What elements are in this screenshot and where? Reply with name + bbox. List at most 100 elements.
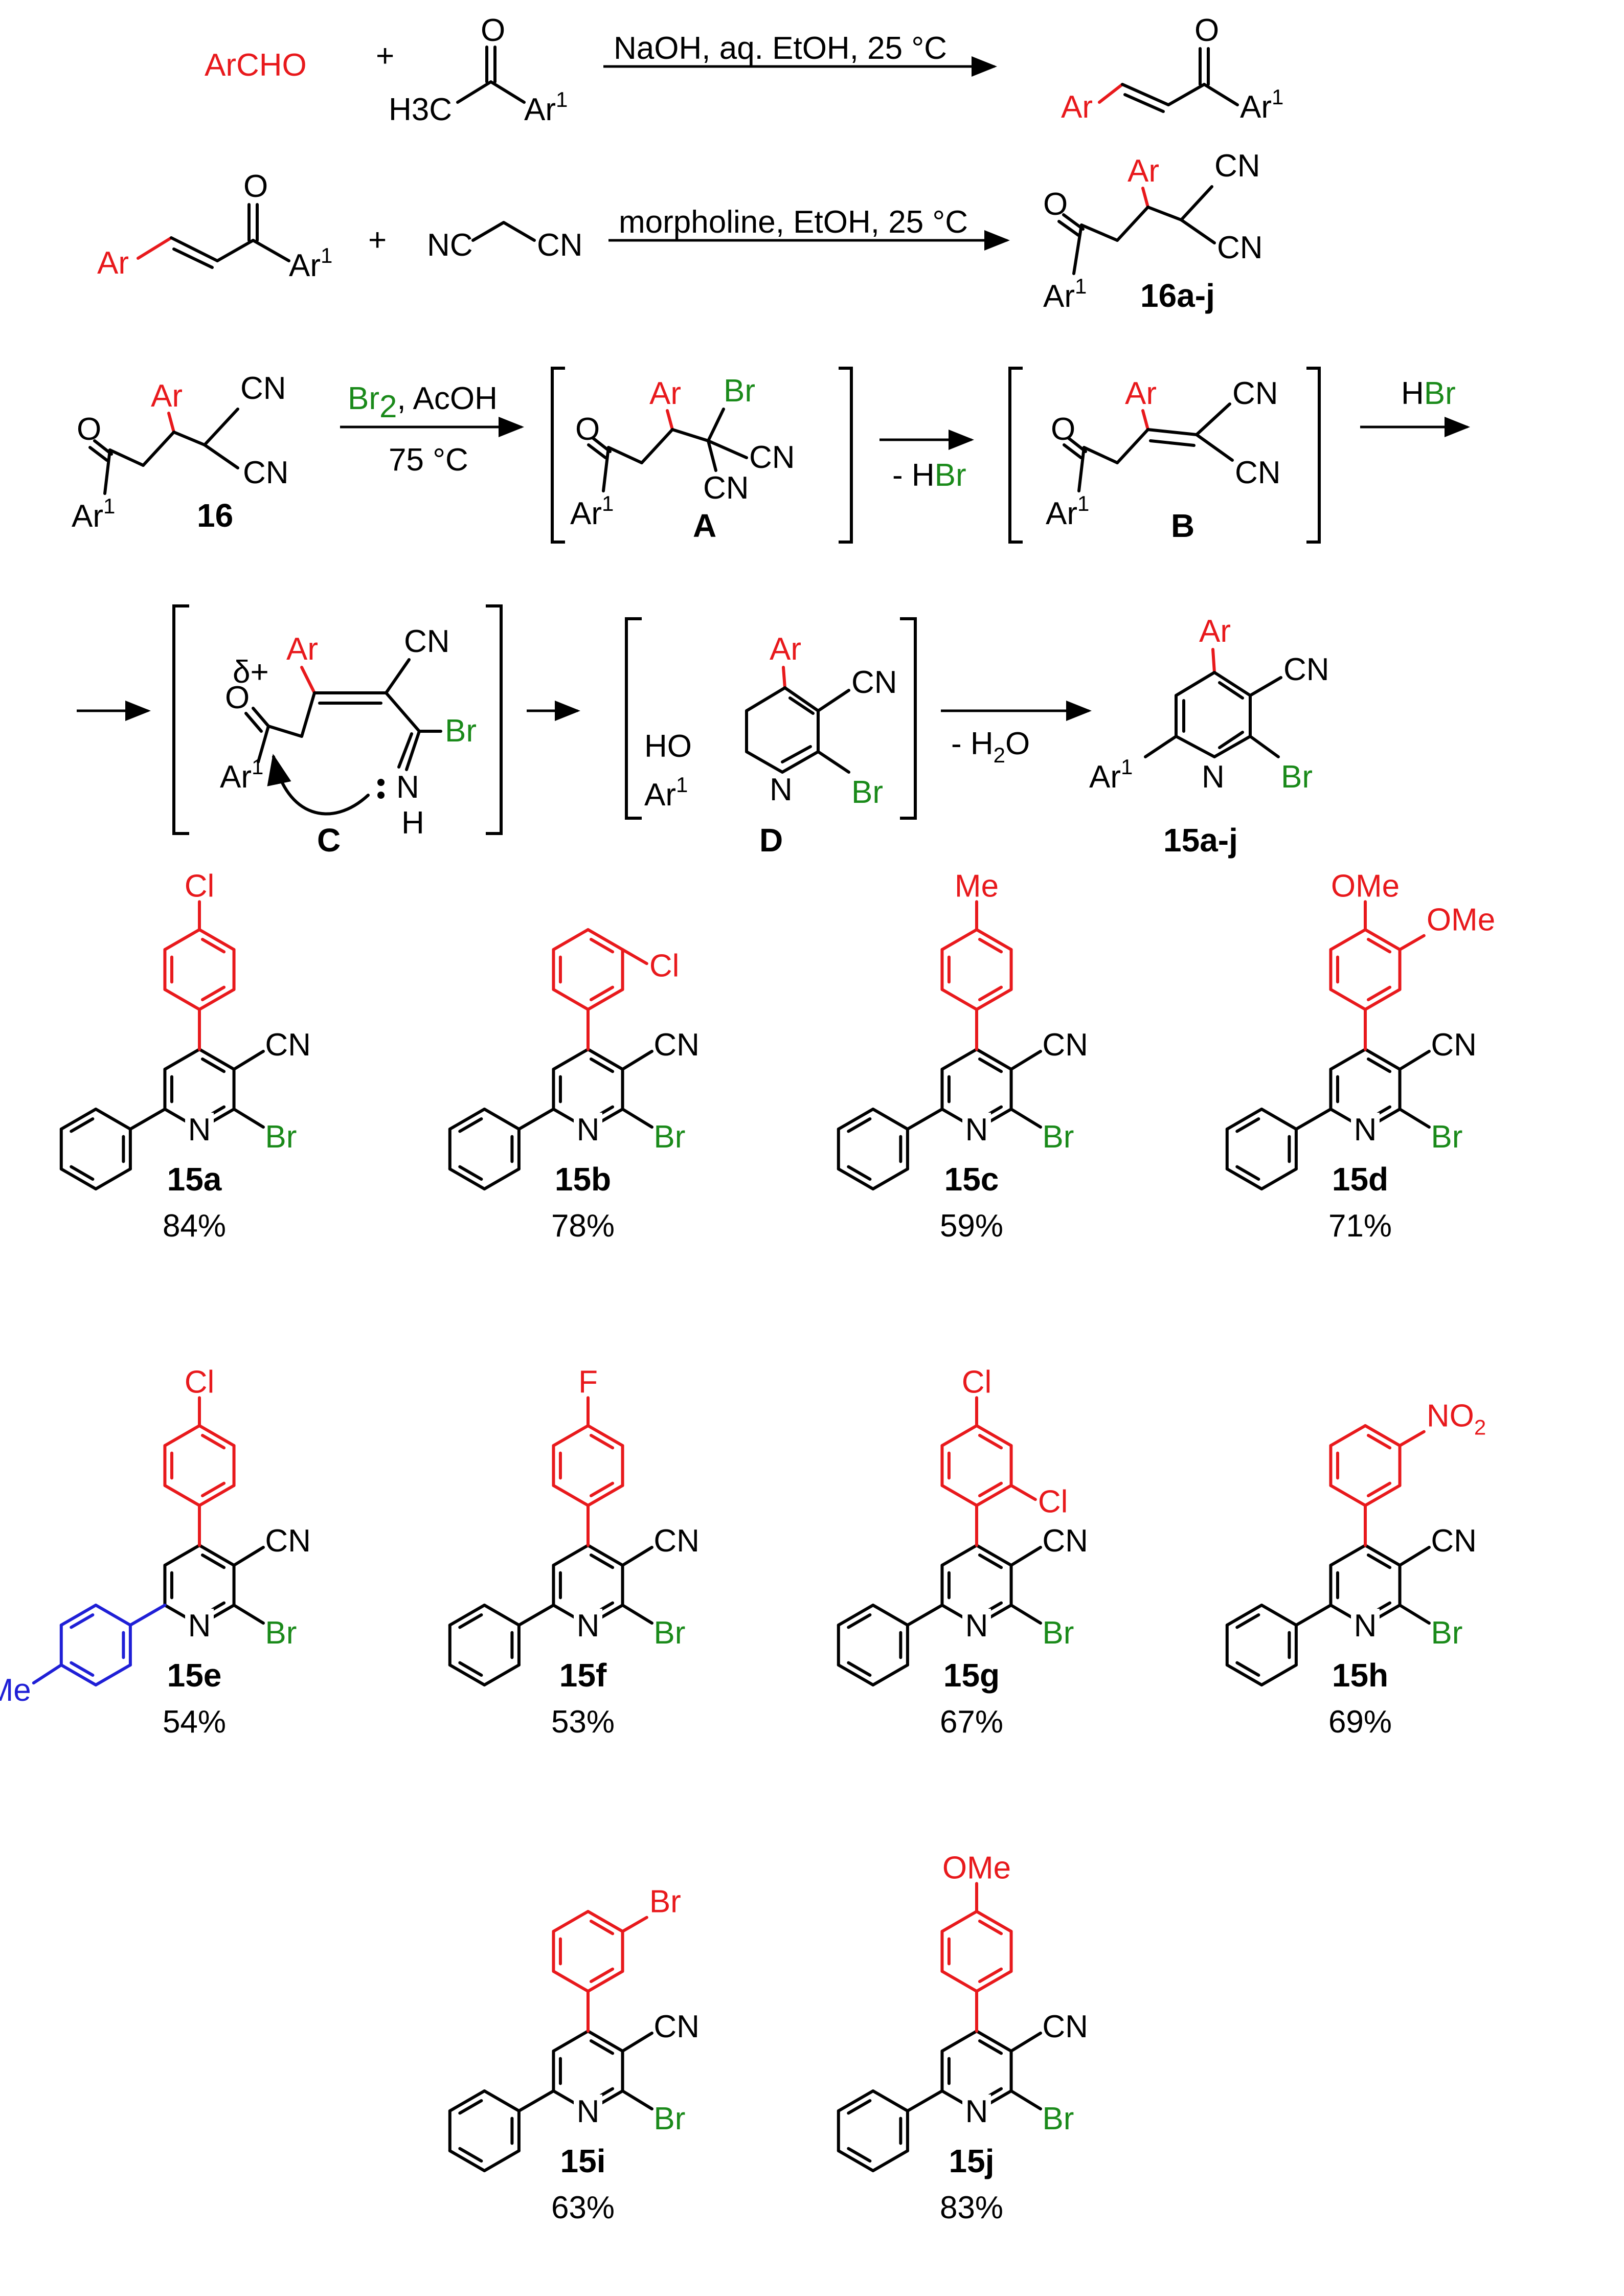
adduct-16: Ar CN CN O Ar1 16 (72, 371, 289, 534)
compound-label: 15j (949, 2143, 995, 2179)
carbonyl-oxygen: O (1194, 13, 1219, 48)
pyridine-n: N (965, 2094, 988, 2129)
carbonyl-oxygen: O (225, 680, 250, 715)
bromine-label: Br (1042, 1615, 1074, 1651)
pyridine-n: N (1354, 1608, 1377, 1644)
row2-michael-addition: Ar O Ar1 + NC CN morpholine, EtOH, 25 °C… (97, 148, 1263, 314)
substituent-para: Me (955, 868, 999, 904)
cn-label: CN (653, 2009, 700, 2044)
ar1-label: Ar1 (570, 491, 614, 531)
cn-label: CN (1042, 1523, 1088, 1559)
carbonyl-oxygen: O (481, 13, 505, 48)
ar1-label: Ar1 (1043, 274, 1087, 314)
hydroxyl-label: HO (644, 729, 692, 764)
row3-bromination: Ar CN CN O Ar1 16 Br2, AcOH 75 °C Ar (72, 367, 1470, 544)
bracket-left-a (551, 367, 565, 544)
bracket-right-c (486, 604, 503, 835)
compound-label: 15h (1332, 1657, 1388, 1694)
bromine-label: Br (1431, 1119, 1462, 1155)
compound-label-16a-j: 16a-j (1140, 277, 1215, 314)
cn-label: CN (265, 1523, 311, 1559)
bromine-label: Br (653, 1119, 685, 1155)
nitro-subscript: 2 (1474, 1415, 1486, 1439)
pyridine-n: N (188, 1608, 211, 1644)
aldehyde-formula: ArCHO (205, 48, 307, 83)
bromine-label: Br (445, 713, 477, 749)
bracket-right-d (900, 617, 917, 820)
substituent-ortho: Cl (1038, 1484, 1068, 1519)
compound-label-15a-j: 15a-j (1163, 822, 1238, 859)
yield-value: 53% (551, 1704, 615, 1740)
substituent-para: Cl (185, 868, 215, 904)
cn-bottom: CN (1235, 455, 1281, 490)
nitrile-right: CN (537, 228, 583, 263)
pyridine-n: N (1202, 759, 1225, 795)
reagent-bromine-acetic-acid: Br2, AcOH (348, 381, 498, 424)
cn-label: CN (653, 1027, 700, 1063)
conditions-step2: morpholine, EtOH, 25 °C (619, 205, 968, 240)
yield-value: 67% (940, 1704, 1003, 1740)
pyridine-n: N (577, 1112, 600, 1147)
yield-value: 84% (163, 1208, 226, 1244)
ar1-label: Ar1 (1089, 755, 1133, 795)
ar-label: Ar (97, 245, 129, 281)
carbonyl-oxygen: O (575, 412, 600, 447)
bromine-label: Br (1281, 759, 1313, 795)
conditions-step1: NaOH, aq. EtOH, 25 °C (614, 31, 947, 66)
compound-label: 15c (944, 1161, 999, 1198)
bromine-label: Br (653, 1615, 685, 1651)
ar1-label: Ar1 (524, 87, 568, 127)
carbonyl-oxygen: O (1043, 187, 1068, 222)
pyridine-n: N (965, 1608, 988, 1644)
pyridine-n: N (577, 2094, 600, 2129)
cn-top: CN (1232, 376, 1278, 411)
carbonyl-oxygen: O (243, 169, 268, 204)
bromine-label: Br (265, 1615, 297, 1651)
compound-label-16: 16 (197, 497, 233, 534)
cn-top: CN (240, 371, 286, 406)
compound-label-c: C (317, 822, 341, 859)
intermediate-b: Ar CN CN O Ar1 B (1046, 376, 1281, 544)
bracket-left-d (625, 617, 642, 820)
ar1-label: Ar1 (289, 243, 332, 283)
substituent-meta: Br (649, 1884, 681, 1920)
carbonyl-oxygen: O (1051, 412, 1075, 447)
methyl-label: H3C (389, 92, 452, 127)
substituent-para: Cl (185, 1364, 215, 1400)
bracket-left-b (1008, 367, 1023, 544)
cn-label: CN (1431, 1523, 1477, 1559)
carbonyl-oxygen: O (77, 412, 101, 447)
temperature: 75 °C (389, 442, 468, 478)
compound-label: 15g (943, 1657, 1000, 1694)
row4-cyclization: Ar CN Br N H O δ+ Ar1 C (77, 604, 1329, 859)
ar-label: Ar (649, 376, 681, 411)
substituent-para: OMe (1331, 868, 1400, 904)
nitrile-left: NC (427, 228, 473, 263)
cn-label: CN (1431, 1027, 1477, 1063)
row1-aldol-condensation: ArCHO + O H3C Ar1 NaOH, aq. EtOH, 25 °C … (205, 13, 1283, 127)
hbr-addition: HBr (1401, 376, 1456, 411)
michael-adduct-16: Ar CN CN O Ar1 16a-j (1043, 148, 1263, 314)
cn-label: CN (404, 624, 450, 659)
cn-label: CN (851, 665, 897, 700)
substituent-para: OMe (942, 1850, 1011, 1885)
minus-water: - H2O (951, 726, 1030, 767)
chalcone-reactant: Ar O Ar1 (97, 169, 332, 283)
compound-label-a: A (693, 507, 716, 544)
cn-label: CN (1042, 1027, 1088, 1063)
ar-label: Ar (1127, 153, 1159, 189)
ar-label: Ar (1199, 614, 1231, 649)
compound-label-b: B (1171, 507, 1194, 544)
intermediate-a: Ar Br CN CN O Ar1 A (570, 373, 795, 544)
bromine-label: Br (1042, 1119, 1074, 1155)
substituent-para: Cl (962, 1364, 992, 1400)
ar-label: Ar (770, 632, 801, 667)
bracket-right-b (1306, 367, 1321, 544)
